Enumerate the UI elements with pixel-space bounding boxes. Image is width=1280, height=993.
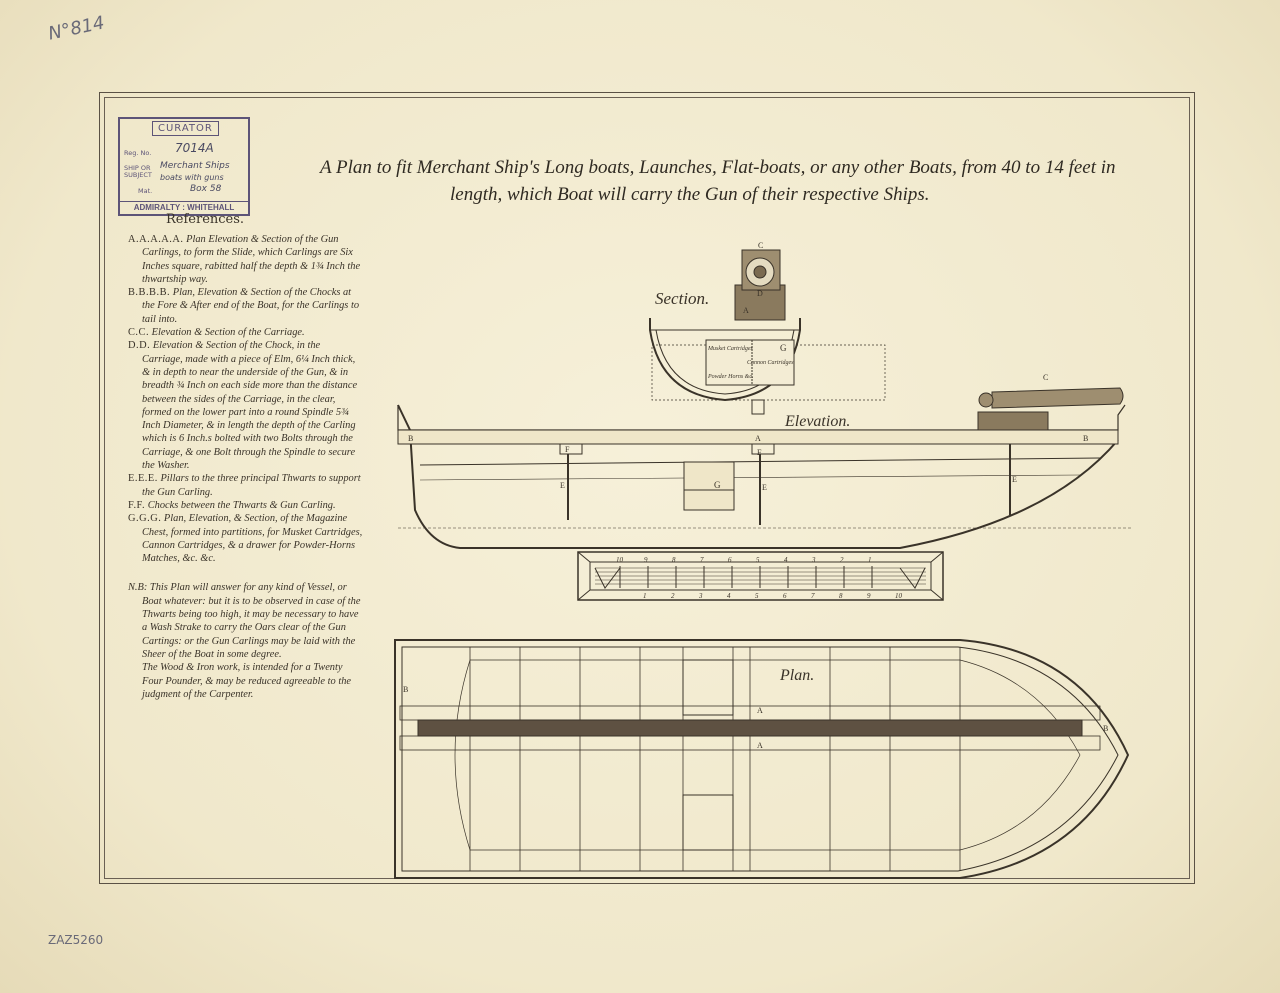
scale-top-number: 9 [644,556,648,564]
section-keel [751,399,765,415]
elevation-letter-f-2: F [757,448,762,457]
chest-powder-label: Powder Horns &c. [707,374,754,380]
scale-bottom-number: 9 [867,592,871,600]
section-view: Section. Musket Cartridges Cannon Cartri… [649,241,886,415]
stamp-reg-label: Reg. No. [124,149,152,157]
plan-letter-b-aft: B [403,685,408,694]
elevation-letter-b-fore: B [1083,434,1088,443]
elevation-magazine-chest [683,461,735,511]
stamp-box-label: Mat. [138,187,153,195]
scale-bottom-number: 6 [783,592,787,600]
scale-top-number: 1 [868,556,872,564]
references-heading: References. [166,212,245,227]
chest-cannon-label: Cannon Cartridges [747,360,794,366]
scale-bottom-number: 10 [895,592,903,600]
scale-top-number: 10 [616,556,624,564]
reference-item: D.D. Elevation & Section of the Chock, i… [128,340,358,472]
elevation-letter-f-1: F [565,445,570,454]
elevation-letter-a: A [755,434,761,443]
stamp-heading: CURATOR [152,121,219,136]
reference-item: C.C. Elevation & Section of the Carriage… [128,327,305,339]
chock-f-1 [559,443,583,455]
reference-item: B.B.B.B. Plan, Elevation & Section of th… [128,287,360,325]
scale-bottom-number: 5 [755,592,759,600]
scale-top-number: 3 [811,556,816,564]
scale-top-number: 2 [840,556,844,564]
elevation-letter-c: C [1043,373,1048,382]
stamp-reg-value: 7014A [175,141,214,155]
stamp-box-value: Box 58 [190,184,222,194]
scale-bottom-number: 3 [698,592,703,600]
reference-item: A.A.A.A.A. Plan Elevation & Section of t… [128,234,361,285]
plan-label: Plan. [779,667,814,684]
magazine-chest-section [705,339,795,386]
plan-gun-carling [417,719,1083,737]
elevation-letter-b-aft: B [408,434,413,443]
catalogue-number: ZAZ5260 [48,933,104,947]
stamp-footer: ADMIRALTY : WHITEHALL [120,201,248,214]
chock-f-2 [751,443,775,455]
stamp-subject-value-1: Merchant Ships [160,161,230,171]
section-letter-d: D [757,289,763,298]
elevation-view: Elevation. C A B B F F E E E G [397,373,1132,549]
note-paragraph-2: The Wood & Iron work, is intended for a … [142,662,352,700]
reference-item: E.E.E. Pillars to the three principal Th… [128,473,361,498]
plan-view: Plan. B B A A [394,639,1130,879]
elevation-cannon [991,387,1124,409]
elevation-letter-g: G [714,480,721,490]
elevation-letter-e-2: E [762,483,767,492]
plan-hull [394,639,1130,879]
plan-magazine-chest [682,659,734,716]
references-list: A.A.A.A.A. Plan Elevation & Section of t… [128,233,363,701]
title-line-2: length, which Boat will carry the Gun of… [450,184,930,205]
scale-bottom-number: 2 [671,592,675,600]
elevation-letter-e-1: E [560,481,565,490]
reference-item: G.G.G. Plan, Elevation, & Section, of th… [128,513,363,565]
plan-letter-a-2: A [757,741,763,750]
elevation-label: Elevation. [784,413,850,430]
elevation-carriage [977,411,1049,431]
plan-letter-b-fore: B [1103,724,1108,733]
scale-top-number: 5 [756,556,760,564]
note-paragraph: N.B: This Plan will answer for any kind … [128,582,361,660]
scale-top-number: 6 [728,556,732,564]
scale-bottom-number: 1 [643,592,647,600]
stamp-subject-label: SHIP OR SUBJECT [124,164,152,179]
scale-top-number: 4 [784,556,788,564]
elevation-hull [397,404,1119,549]
plan-letter-a-1: A [757,706,763,715]
scale-bottom-number: 7 [811,592,815,600]
elevation-letter-e-3: E [1012,475,1017,484]
scale-top-number: 8 [672,556,676,564]
scale-bar: 10 9 8 7 6 5 4 3 2 1 1 2 3 4 5 6 7 8 9 10 [577,551,944,601]
section-letter-c: C [758,241,763,250]
section-letter-a: A [743,306,749,315]
title-line-1: A Plan to fit Merchant Ship's Long boats… [320,157,1116,178]
scale-bottom-number: 4 [727,592,731,600]
outer-border [99,92,1195,884]
stamp-subject-value-2: boats with guns [160,173,224,182]
scale-bottom-number: 8 [839,592,843,600]
reference-item: F.F. Chocks between the Thwarts & Gun Ca… [128,499,336,511]
section-label: Section. [655,289,709,308]
scale-top-number: 7 [700,556,704,564]
chest-musket-label: Musket Cartridges [707,346,753,352]
curator-stamp: CURATOR Reg. No. 7014A SHIP OR SUBJECT M… [118,117,250,216]
chest-letter: G [780,343,787,353]
